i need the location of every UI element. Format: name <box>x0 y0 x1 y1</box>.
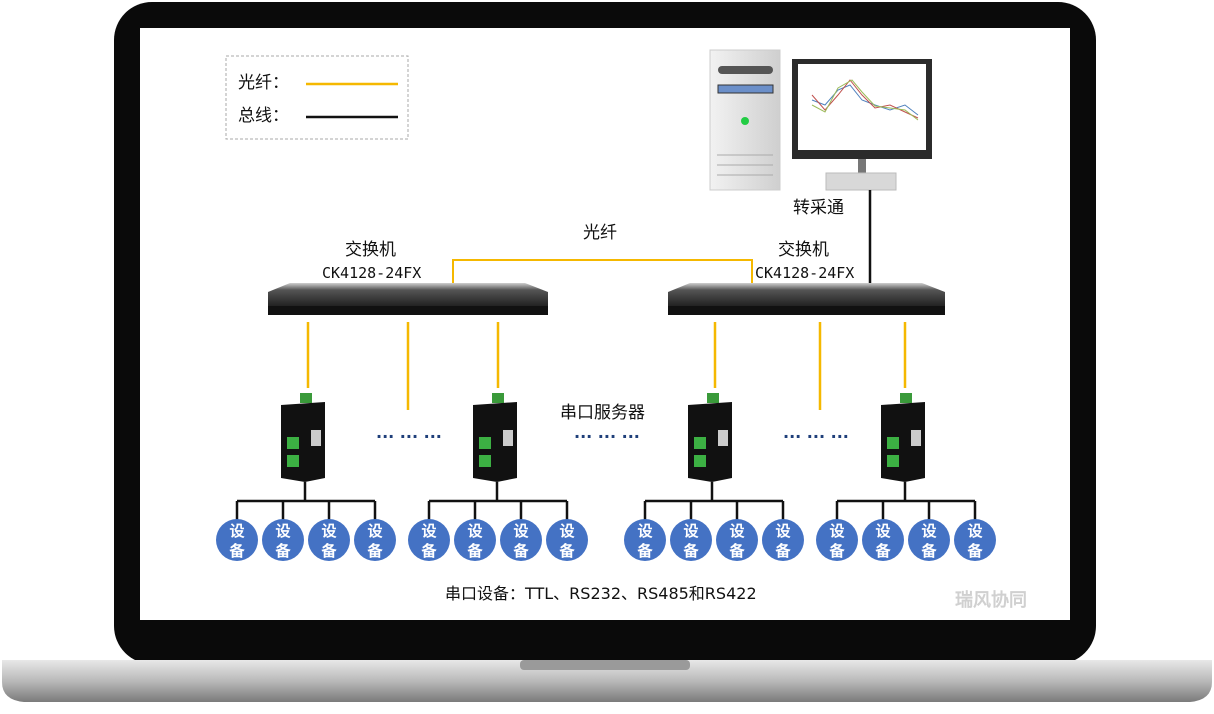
switch-left-model: CK4128-24FX <box>322 264 421 282</box>
serial-device-caption: 串口设备：TTL、RS232、RS485和RS422 <box>445 584 757 603</box>
device-label: 备 <box>728 542 745 560</box>
pc-tower-icon <box>709 49 781 191</box>
device-label: 备 <box>636 542 653 560</box>
serial-device: 设备 <box>454 519 496 561</box>
serial-server-label: 串口服务器 <box>560 403 645 423</box>
serial-device: 设备 <box>908 519 950 561</box>
ellipsis-3: ··· ··· ··· <box>783 427 849 446</box>
device-label: 备 <box>828 542 845 560</box>
laptop-base <box>2 660 1212 702</box>
serial-device: 设备 <box>670 519 712 561</box>
device-label: 设 <box>467 522 482 540</box>
bus-line <box>235 482 377 520</box>
switch-right-model: CK4128-24FX <box>755 264 854 282</box>
device-label: 备 <box>274 542 291 560</box>
bus-line <box>643 482 785 520</box>
monitor-icon <box>792 59 932 191</box>
serial-device: 设备 <box>624 519 666 561</box>
serial-server-icon <box>473 393 517 482</box>
serial-device: 设备 <box>408 519 450 561</box>
legend-bus-label: 总线： <box>238 106 289 126</box>
device-label: 备 <box>320 542 337 560</box>
device-label: 设 <box>421 522 436 540</box>
device-label: 备 <box>558 542 575 560</box>
bus-line <box>427 482 569 520</box>
fiber-link-label: 光纤 <box>583 223 617 243</box>
serial-device: 设备 <box>354 519 396 561</box>
serial-device: 设备 <box>308 519 350 561</box>
device-label: 设 <box>637 522 652 540</box>
serial-device: 设备 <box>862 519 904 561</box>
serial-device: 设备 <box>216 519 258 561</box>
legend-box <box>225 55 409 140</box>
serial-device: 设备 <box>500 519 542 561</box>
device-label: 设 <box>683 522 698 540</box>
device-label: 设 <box>321 522 336 540</box>
device-label: 设 <box>967 522 982 540</box>
switch-right-icon <box>668 283 945 315</box>
legend-fiber-label: 光纤： <box>238 73 289 93</box>
serial-device: 设备 <box>954 519 996 561</box>
device-label: 设 <box>875 522 890 540</box>
device-label: 设 <box>513 522 528 540</box>
switch-left-title: 交换机 <box>345 240 396 260</box>
device-label: 备 <box>682 542 699 560</box>
serial-device: 设备 <box>262 519 304 561</box>
device-label: 备 <box>920 542 937 560</box>
ellipsis-1: ··· ··· ··· <box>376 427 442 446</box>
ellipsis-2: ··· ··· ··· <box>574 427 640 446</box>
device-label: 设 <box>229 522 244 540</box>
device-label: 设 <box>921 522 936 540</box>
serial-server-icon <box>688 393 732 482</box>
bus-line <box>835 482 977 520</box>
serial-device: 设备 <box>716 519 758 561</box>
device-label: 备 <box>420 542 437 560</box>
device-label: 备 <box>966 542 983 560</box>
device-label: 设 <box>829 522 844 540</box>
device-label: 设 <box>729 522 744 540</box>
device-label: 设 <box>275 522 290 540</box>
device-label: 备 <box>512 542 529 560</box>
device-label: 设 <box>559 522 574 540</box>
serial-device: 设备 <box>762 519 804 561</box>
serial-device: 设备 <box>546 519 588 561</box>
device-label: 备 <box>774 542 791 560</box>
switch-right-title: 交换机 <box>778 240 829 260</box>
serial-server-icon <box>281 393 325 482</box>
device-label: 备 <box>228 542 245 560</box>
device-label: 设 <box>775 522 790 540</box>
fiber-link <box>452 259 753 283</box>
fiber-drops <box>306 322 907 410</box>
device-label: 备 <box>366 542 383 560</box>
device-label: 备 <box>466 542 483 560</box>
switch-left-icon <box>268 283 548 315</box>
serial-device: 设备 <box>816 519 858 561</box>
pc-label: 转采通 <box>793 198 844 218</box>
laptop-notch <box>520 660 690 670</box>
serial-server-icon <box>881 393 925 482</box>
device-label: 设 <box>367 522 382 540</box>
device-label: 备 <box>874 542 891 560</box>
watermark: 瑞风协同 <box>955 589 1027 611</box>
